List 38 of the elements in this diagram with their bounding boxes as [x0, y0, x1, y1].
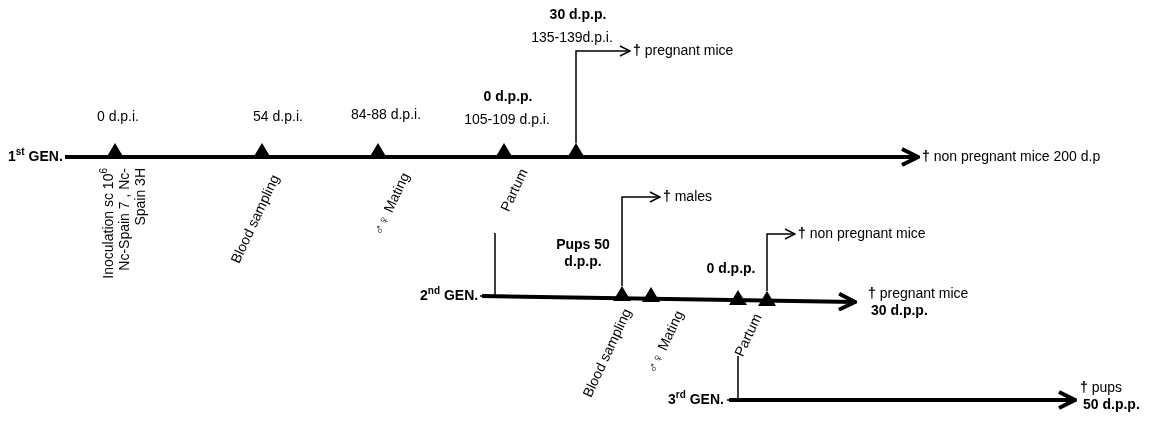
outcome-label: † males — [663, 188, 713, 205]
arrow — [65, 147, 920, 167]
timepoint-marker — [253, 143, 271, 158]
outcome-label: † pregnant mice — [868, 285, 969, 302]
outcome-label: † non pregnant mice 200 d.p — [922, 148, 1101, 165]
time-label: Pups 50 d.p.p. — [555, 236, 611, 270]
timepoint-marker — [495, 143, 513, 158]
outcome-label: † non pregnant mice — [798, 225, 926, 242]
time-label: 54 d.p.i. — [252, 108, 304, 125]
time-label: 50 d.p.p. — [1082, 396, 1140, 413]
timepoint-marker — [567, 143, 585, 158]
time-label: 30 d.p.p. — [548, 6, 608, 23]
arrow — [481, 291, 857, 312]
connector-line — [479, 232, 496, 297]
timepoint-marker — [369, 143, 387, 158]
time-label: 0 d.p.p. — [482, 88, 534, 105]
generation-label: 3$^{rd}$ GEN. — [668, 391, 724, 408]
time-label: 135-139d.p.i. — [530, 29, 614, 46]
connector-line — [726, 355, 739, 401]
time-label: 30 d.p.p. — [870, 302, 929, 319]
timepoint-marker — [729, 290, 747, 305]
time-label: 84-88 d.p.i. — [349, 106, 423, 123]
timepoint-marker — [642, 287, 660, 302]
generation-label: 2$^{nd}$ GEN. — [420, 287, 479, 304]
outcome-label: † pups — [1080, 379, 1124, 396]
time-label: 105-109 d.p.i. — [463, 111, 551, 128]
arrow — [621, 191, 661, 287]
arrow — [575, 45, 631, 144]
arrow — [729, 390, 1077, 410]
timepoint-marker — [613, 286, 631, 301]
timepoint-marker — [106, 143, 124, 158]
outcome-label: † pregnant mice — [633, 42, 734, 59]
generation-label: 1$^{st}$ GEN. — [8, 148, 63, 165]
time-label: 0 d.p.p. — [705, 260, 757, 277]
event-label: Inoculation sc 10$^{6}$ Nc-Spain 7 , Nc-Spain 3H — [100, 168, 148, 280]
time-label: 0 d.p.i. — [96, 108, 140, 125]
timepoint-marker — [758, 291, 776, 306]
arrow — [766, 228, 796, 292]
